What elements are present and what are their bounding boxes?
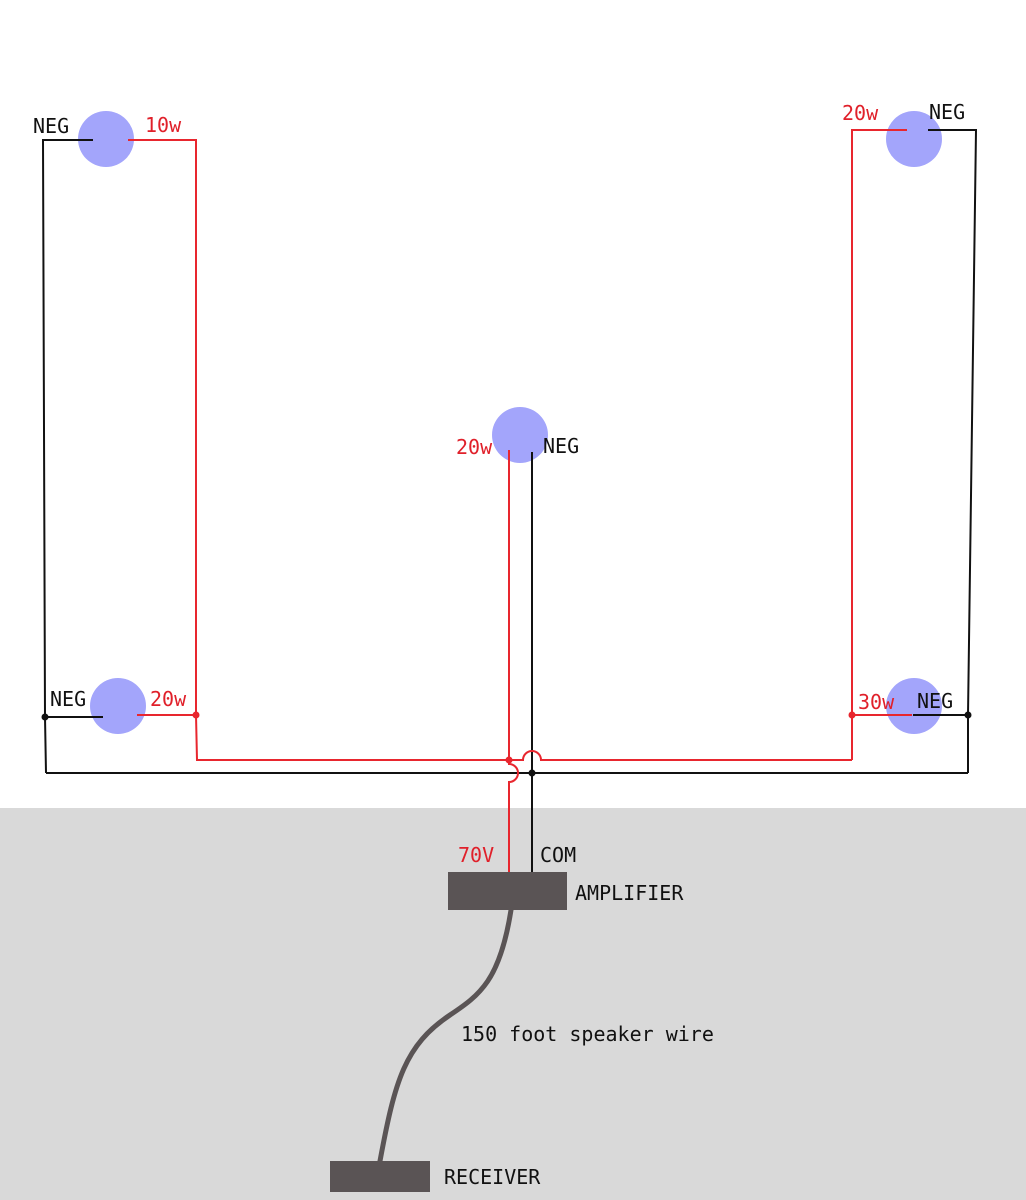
label-receiver: RECEIVER bbox=[444, 1165, 541, 1189]
speaker-bottom-right bbox=[886, 678, 942, 734]
speaker-center bbox=[492, 407, 548, 463]
label-top-left-neg: NEG bbox=[33, 114, 69, 138]
label-bottom-left-neg: NEG bbox=[50, 687, 86, 711]
neg-wire-top-left bbox=[41, 139, 93, 774]
pos-wire-center bbox=[508, 450, 519, 872]
speaker-top-right bbox=[886, 111, 942, 167]
label-bottom-right-neg: NEG bbox=[917, 689, 953, 713]
negative-wiring bbox=[41, 129, 978, 872]
pos-junction-right bbox=[848, 711, 856, 719]
label-center-tap: 20w bbox=[456, 435, 493, 459]
label-70v: 70V bbox=[458, 843, 494, 867]
speaker-top-left bbox=[78, 111, 134, 167]
pos-wire-right-bus bbox=[509, 750, 852, 761]
speaker-cable bbox=[377, 907, 514, 1164]
label-amplifier: AMPLIFIER bbox=[575, 881, 684, 905]
pos-wire-top-right bbox=[851, 129, 907, 760]
neg-wire-top-right bbox=[928, 129, 978, 773]
label-top-right-neg: NEG bbox=[929, 100, 965, 124]
label-com: COM bbox=[540, 843, 576, 867]
equipment-zone bbox=[0, 808, 1026, 1200]
pos-junction-center bbox=[505, 756, 513, 764]
label-cable: 150 foot speaker wire bbox=[461, 1022, 714, 1046]
receiver-box bbox=[330, 1161, 430, 1192]
positive-wiring bbox=[128, 129, 912, 872]
terminal-stubs bbox=[78, 129, 942, 718]
neg-junction-center bbox=[528, 769, 536, 777]
label-bottom-left-tap: 20w bbox=[150, 687, 187, 711]
neg-junction-left bbox=[41, 713, 49, 721]
label-top-left-tap: 10w bbox=[145, 113, 182, 137]
pos-junction-left bbox=[192, 711, 200, 719]
label-bottom-right-tap: 30w bbox=[858, 690, 895, 714]
amplifier-box bbox=[448, 872, 567, 910]
labels: NEG 10w 20w NEG 20w NEG NEG 20w 30w NEG … bbox=[33, 100, 965, 1189]
speaker-bottom-left bbox=[90, 678, 146, 734]
pos-wire-top-left bbox=[128, 139, 509, 761]
speakers bbox=[78, 111, 942, 734]
label-center-neg: NEG bbox=[543, 434, 579, 458]
label-top-right-tap: 20w bbox=[842, 101, 879, 125]
neg-junction-right bbox=[964, 711, 972, 719]
